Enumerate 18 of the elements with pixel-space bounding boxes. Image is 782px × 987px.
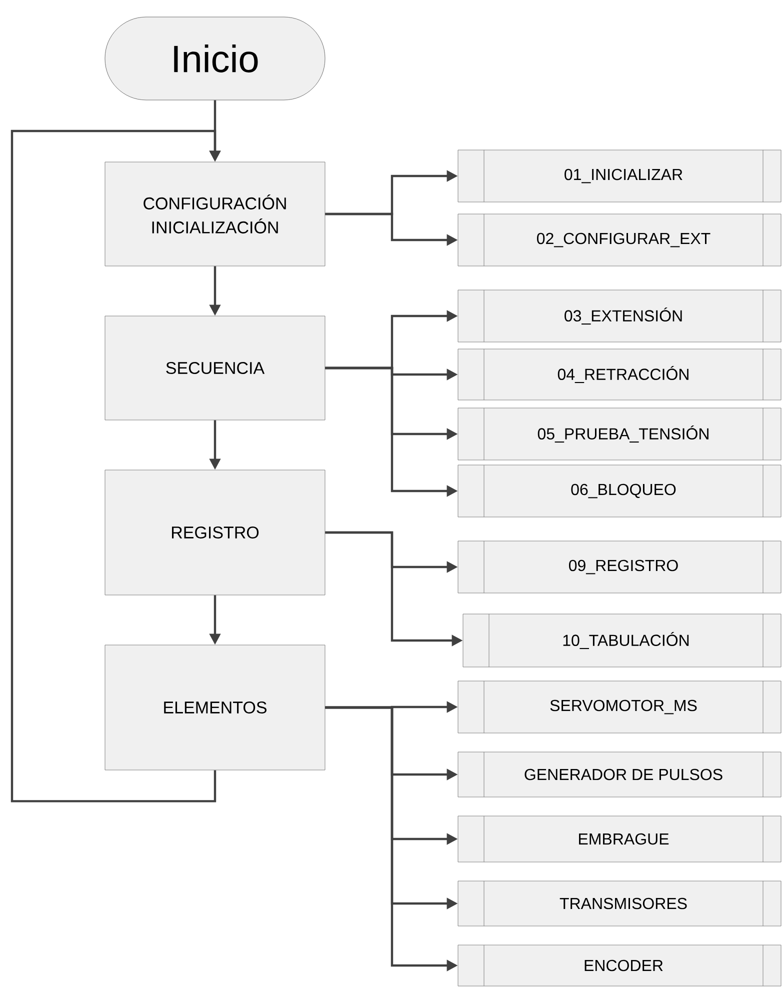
subprocess-box: 04_RETRACCIÓN	[458, 348, 782, 400]
subprocess-box: 03_EXTENSIÓN	[458, 290, 782, 342]
process-box: CONFIGURACIÓN INICIALIZACIÓN	[104, 162, 326, 266]
subprocess-box: 10_TABULACIÓN	[462, 614, 782, 668]
subprocess-box: TRANSMISORES	[458, 880, 782, 926]
subprocess-box: ENCODER	[458, 944, 782, 986]
subprocess-box: 09_REGISTRO	[458, 540, 782, 594]
subprocess-box: 05_PRUEBA_TENSIÓN	[458, 408, 782, 460]
subprocess-box: 06_BLOQUEO	[458, 464, 782, 518]
subprocess-box: 02_CONFIGURAR_EXT	[458, 214, 782, 266]
subprocess-box: EMBRAGUE	[458, 816, 782, 862]
subprocess-box: GENERADOR DE PULSOS	[458, 752, 782, 798]
subprocess-box: 01_INICIALIZAR	[458, 150, 782, 202]
subprocess-box: SERVOMOTOR_MS	[458, 680, 782, 734]
arrow	[10, 130, 221, 802]
process-box: SECUENCIA	[104, 316, 326, 420]
process-box: REGISTRO	[104, 470, 326, 596]
process-box: ELEMENTOS	[104, 644, 326, 770]
